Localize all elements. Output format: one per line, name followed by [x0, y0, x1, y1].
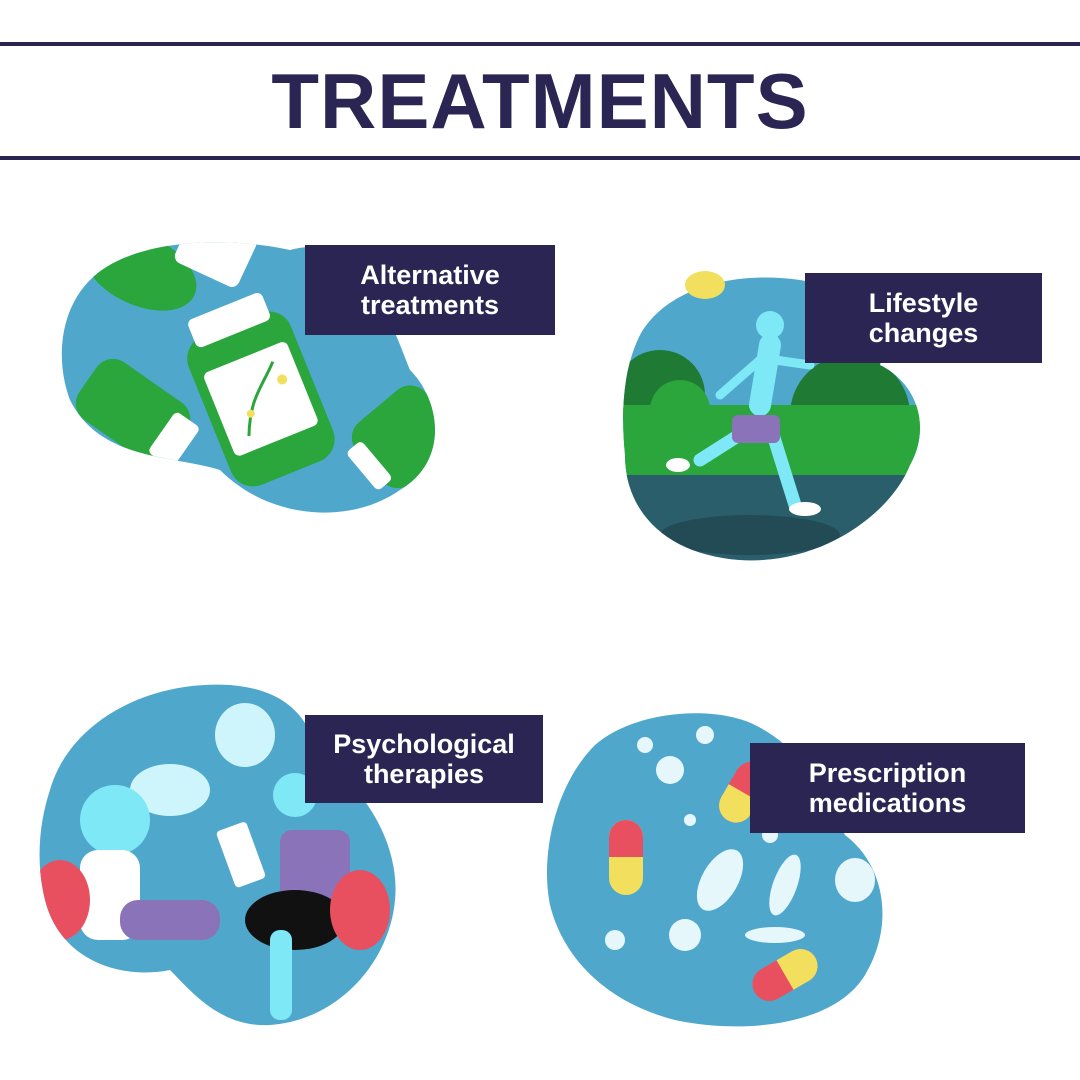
page-title: TREATMENTS: [271, 57, 809, 145]
runner-illustration-icon: [623, 271, 920, 561]
label-line-2: medications: [808, 788, 967, 818]
label-line-1: Alternative: [360, 260, 500, 290]
header-bottom-rule: [0, 156, 1080, 160]
label-line-2: changes: [868, 318, 979, 348]
label-line-1: Psychological: [333, 729, 515, 759]
label-line-1: Prescription: [808, 758, 967, 788]
header-top-rule: [0, 42, 1080, 46]
label-line-1: Lifestyle: [868, 288, 979, 318]
label-line-2: therapies: [363, 759, 485, 789]
label-line-2: treatments: [360, 290, 500, 320]
